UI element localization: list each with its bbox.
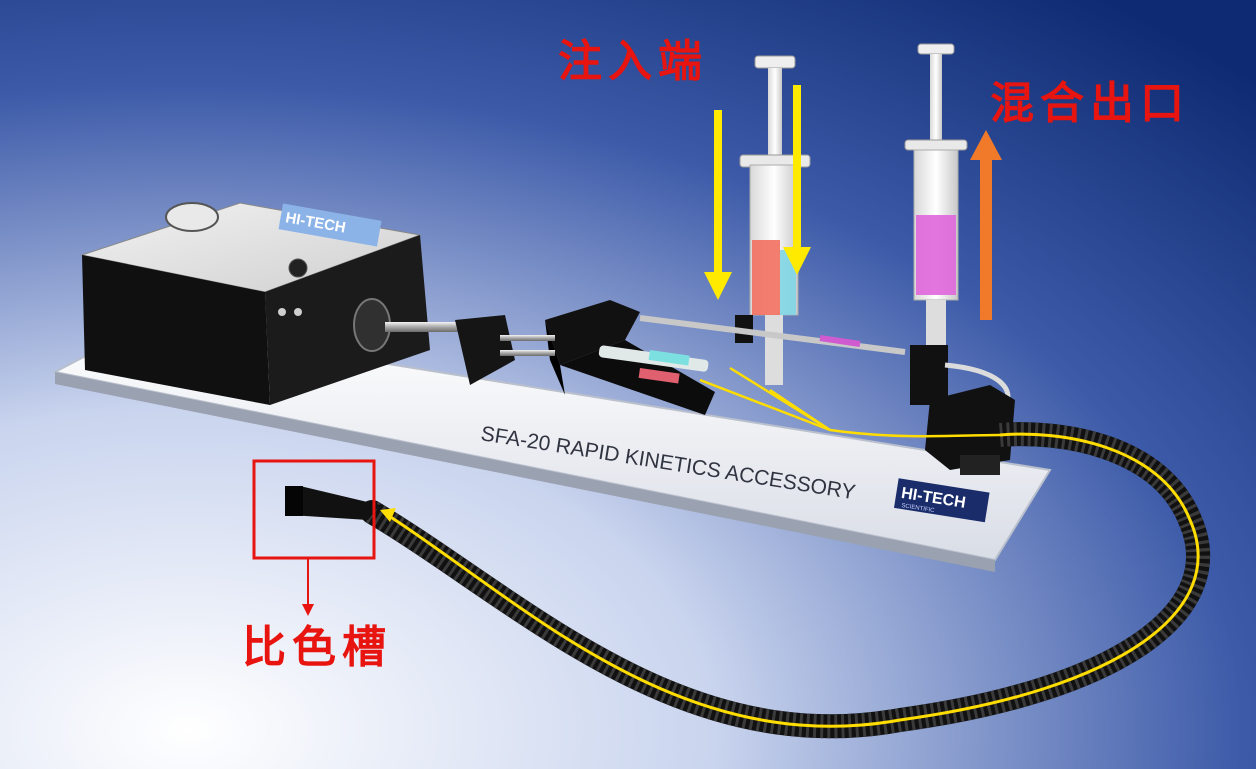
brand-logo: HI-TECH SCIENTIFIC	[893, 478, 990, 523]
flow-path	[380, 366, 1200, 728]
plunger-block	[455, 300, 715, 415]
cuvette-probe	[285, 486, 380, 520]
inlet-label: 注入端	[558, 36, 708, 87]
gauge	[165, 202, 219, 232]
svg-text:SCIENTIFIC: SCIENTIFIC	[901, 503, 936, 514]
outlet-label: 混合出口	[990, 78, 1190, 129]
flow-cell-head	[925, 385, 1015, 475]
drive-unit: HI-TECH	[80, 202, 465, 405]
cuvette-highlight	[252, 459, 376, 616]
inlet-arrow-icon	[704, 85, 811, 300]
cuvette-label: 比色槽	[242, 622, 392, 673]
outlet-arrow-icon	[970, 130, 1002, 320]
knob	[288, 258, 308, 278]
inlet-syringe	[735, 55, 811, 385]
outlet-syringe	[904, 43, 968, 405]
